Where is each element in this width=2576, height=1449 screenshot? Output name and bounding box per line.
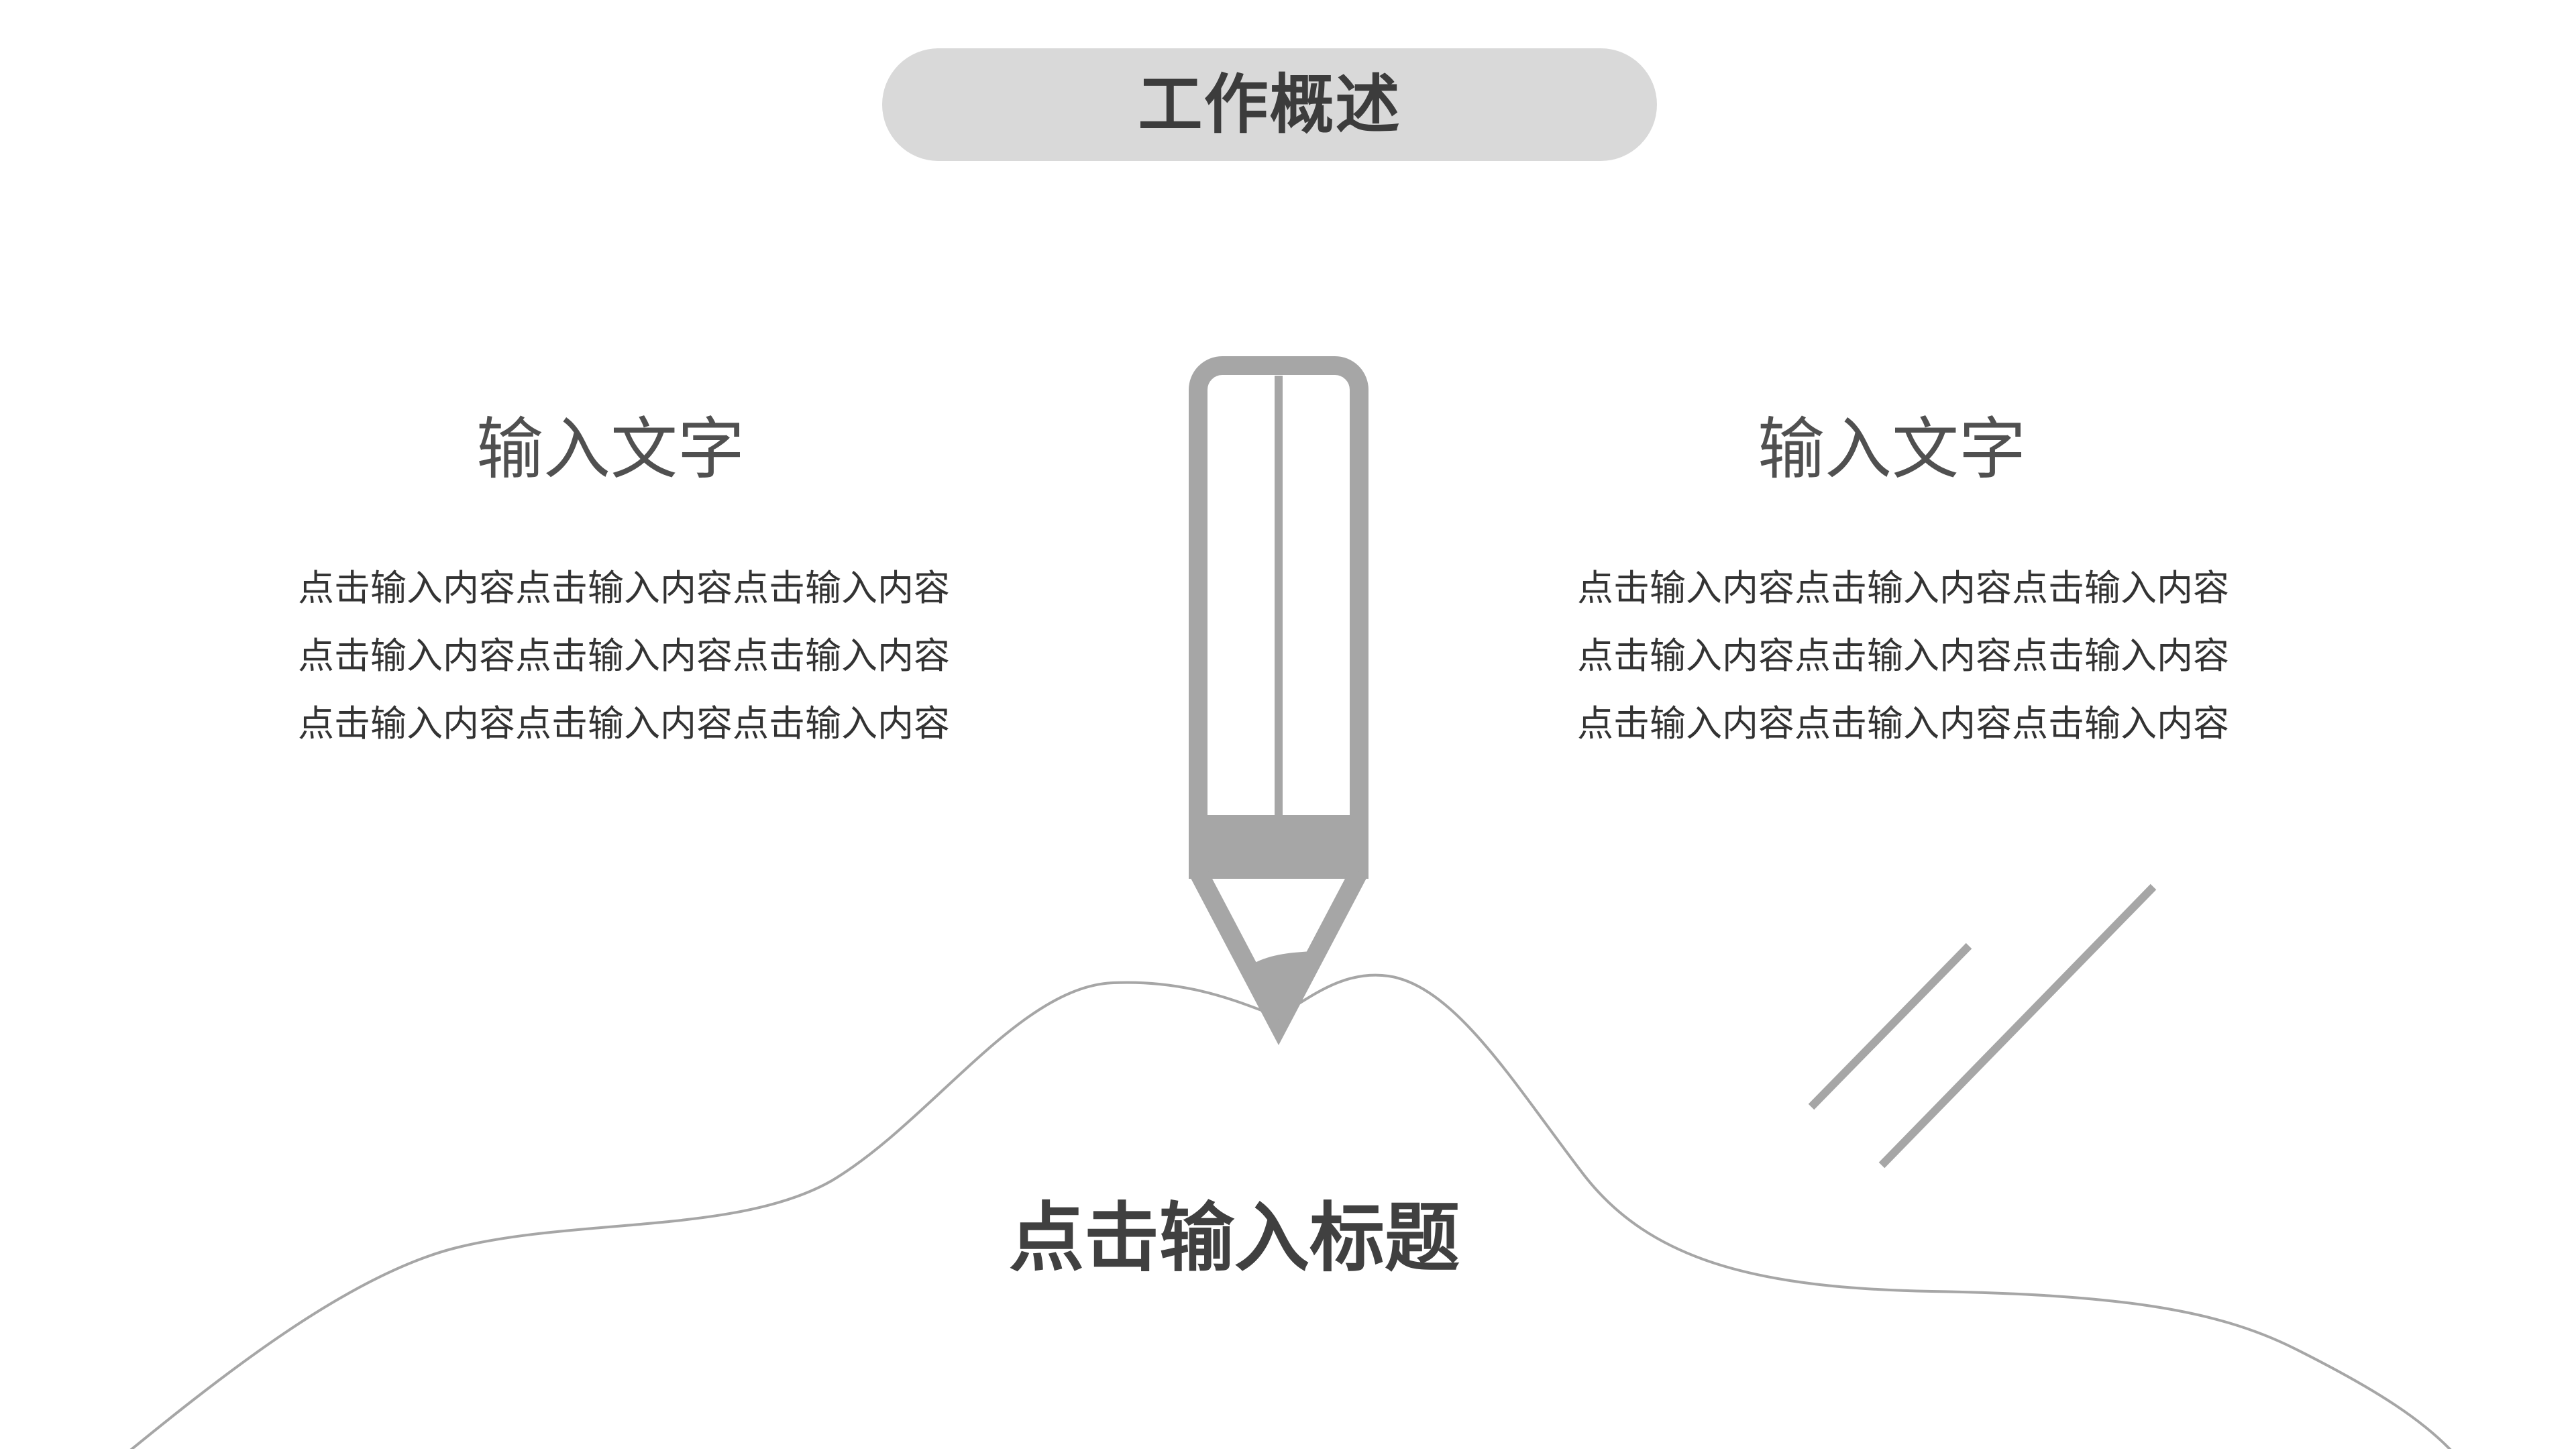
- slash-line-long: [1878, 883, 2157, 1169]
- right-body-text: 点击输入内容点击输入内容点击输入内容 点击输入内容点击输入内容点击输入内容 点击…: [1534, 554, 2272, 757]
- left-body-text: 点击输入内容点击输入内容点击输入内容 点击输入内容点击输入内容点击输入内容 点击…: [255, 554, 993, 757]
- left-body-line-1: 点击输入内容点击输入内容点击输入内容: [298, 567, 950, 609]
- right-body-line-2: 点击输入内容点击输入内容点击输入内容: [1577, 635, 2229, 677]
- slash-line-short: [1808, 943, 1972, 1110]
- left-section-heading: 输入文字: [476, 410, 745, 488]
- pencil-icon: [1189, 356, 1368, 1046]
- title-banner: 工作概述: [882, 48, 1657, 161]
- left-body-line-2: 点击输入内容点击输入内容点击输入内容: [298, 635, 950, 677]
- left-body-line-3: 点击输入内容点击输入内容点击输入内容: [298, 702, 950, 745]
- right-body-line-3: 点击输入内容点击输入内容点击输入内容: [1577, 702, 2229, 745]
- mountain-curve: [129, 973, 2452, 1449]
- right-body-line-1: 点击输入内容点击输入内容点击输入内容: [1577, 567, 2229, 609]
- right-section-heading: 输入文字: [1758, 410, 2026, 488]
- page-title: 工作概述: [1138, 67, 1401, 142]
- main-heading: 点击输入标题: [1009, 1195, 1460, 1282]
